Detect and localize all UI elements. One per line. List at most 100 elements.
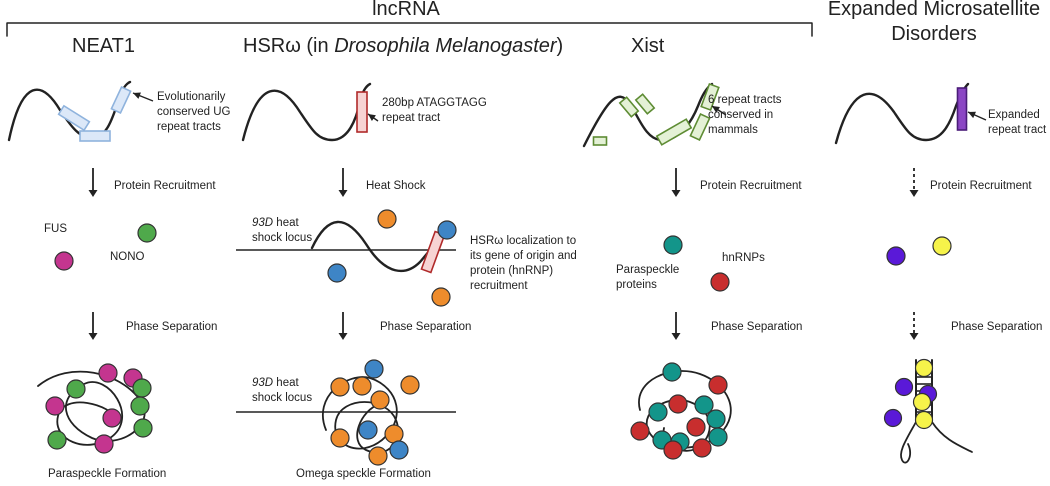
expanded-hairpin-tail bbox=[900, 421, 917, 464]
paraspeckle-proteins-label: Paraspeckle proteins bbox=[616, 263, 679, 293]
xist-note-line: conserved in bbox=[708, 109, 774, 121]
paraspeckle-protein bbox=[662, 362, 682, 382]
hsr-orange-protein bbox=[330, 428, 350, 448]
expanded-repeat-tract bbox=[956, 87, 968, 131]
lncrna-header: lncRNA bbox=[372, 0, 440, 20]
neat1-arrow-2-head bbox=[88, 333, 98, 340]
expanded-note-line: repeat tract bbox=[988, 124, 1047, 136]
hsr-blue-protein bbox=[358, 420, 378, 440]
paraspeckle-protein bbox=[648, 402, 668, 422]
xist-note-line: 6 repeat tracts bbox=[708, 94, 782, 106]
locus-label-top: 93D heat shock locus bbox=[252, 216, 312, 246]
hsr-orange-protein bbox=[431, 287, 451, 307]
nono-protein bbox=[47, 430, 67, 450]
hsromega-title: HSRω (in Drosophila Melanogaster) bbox=[243, 35, 563, 58]
purple-protein bbox=[886, 246, 906, 266]
xist-title: Xist bbox=[631, 35, 665, 57]
locus-line2: shock locus bbox=[252, 392, 313, 404]
locus-line2: shock locus bbox=[252, 232, 313, 244]
expanded-rna-strand bbox=[834, 82, 970, 145]
hsr-orange-protein bbox=[377, 209, 397, 229]
neat1-step2-label: Phase Separation bbox=[126, 321, 218, 333]
neat1-note-line: repeat tracts bbox=[157, 121, 221, 133]
expanded-hairpin-tail-right bbox=[931, 421, 973, 453]
fus-protein bbox=[45, 396, 65, 416]
xist-note-pointer-head bbox=[712, 106, 720, 113]
locus-number: 93D bbox=[252, 377, 274, 389]
nono-protein bbox=[137, 223, 157, 243]
hsr-orange-protein bbox=[400, 375, 420, 395]
neat1-step1-label: Protein Recruitment bbox=[114, 180, 216, 192]
nono-label: NONO bbox=[110, 251, 145, 263]
yellow-protein bbox=[912, 392, 932, 412]
hsr-note-line: repeat tract bbox=[382, 112, 441, 124]
nono-protein bbox=[133, 418, 153, 438]
hsr-localization-note: HSRω localization to its gene of origin … bbox=[470, 234, 577, 294]
neat1-repeat-tract bbox=[110, 85, 132, 115]
heat-shock-label: Heat Shock bbox=[366, 180, 426, 192]
purple-protein bbox=[894, 377, 914, 397]
lncrna-bracket bbox=[6, 22, 813, 37]
xist-repeat-tract bbox=[700, 82, 720, 112]
neat1-note-line: conserved UG bbox=[157, 106, 231, 118]
xist-note-line: mammals bbox=[708, 124, 758, 136]
neat1-title: NEAT1 bbox=[72, 35, 135, 57]
yellow-protein bbox=[914, 410, 934, 430]
hnrnp-protein bbox=[668, 394, 688, 414]
expanded-repeat-note: Expanded repeat tract bbox=[988, 108, 1046, 138]
xist-repeat-tract bbox=[592, 136, 608, 146]
hsr-omega-speckle-rna bbox=[322, 376, 399, 454]
xist-step1-label: Protein Recruitment bbox=[700, 180, 802, 192]
locus-line1-rest: heat bbox=[273, 217, 299, 229]
locus-label-bottom: 93D heat shock locus bbox=[252, 376, 312, 406]
hsromega-title-suffix: ) bbox=[556, 35, 564, 57]
nono-protein bbox=[66, 379, 86, 399]
hnrnp-protein bbox=[630, 421, 650, 441]
paraspeckle-protein bbox=[706, 409, 726, 429]
xist-repeat-note: 6 repeat tracts conserved in mammals bbox=[708, 93, 782, 138]
omega-speckle-formation-label: Omega speckle Formation bbox=[296, 468, 431, 480]
xist-arrow-2-head bbox=[671, 333, 681, 340]
hnrnp-protein bbox=[708, 375, 728, 395]
species-name: Drosophila Melanogaster bbox=[334, 35, 557, 57]
neat1-repeat-tract bbox=[79, 130, 111, 142]
locus-number: 93D bbox=[252, 217, 274, 229]
xist-repeat-tract bbox=[634, 93, 656, 115]
locus-line1-rest: heat bbox=[273, 377, 299, 389]
hsr-repeat-note: 280bp ATAGGTAGG repeat tract bbox=[382, 96, 487, 126]
hsr-loc-line: its gene of origin and bbox=[470, 250, 577, 262]
nono-protein bbox=[130, 396, 150, 416]
expanded-microsatellite-header-line2: Disorders bbox=[891, 23, 977, 45]
xist-repeat-tract bbox=[618, 96, 640, 118]
xist-repeat-tract bbox=[689, 112, 711, 142]
hsr-orange-protein bbox=[384, 424, 404, 444]
hnrnp-protein bbox=[663, 440, 683, 460]
hsr-blue-protein bbox=[364, 359, 384, 379]
expanded-step2-label: Phase Separation bbox=[951, 321, 1043, 333]
neat1-repeat-note: Evolutionarily conserved UG repeat tract… bbox=[157, 90, 231, 135]
hsr-loc-line: recruitment bbox=[470, 280, 528, 292]
hsr-orange-protein bbox=[370, 390, 390, 410]
hsr-rna-strand bbox=[241, 82, 372, 142]
nono-protein bbox=[132, 378, 152, 398]
expanded-note-pointer-head bbox=[968, 111, 976, 119]
xist-repeat-tract bbox=[655, 118, 693, 146]
neat1-arrow-1-head bbox=[88, 190, 98, 197]
hsr-loc-line: HSRω localization to bbox=[470, 235, 577, 247]
expanded-arrow-2-head bbox=[909, 333, 919, 340]
paraspeckle-protein bbox=[708, 427, 728, 447]
hsr-loc-line: protein (hnRNP) bbox=[470, 265, 554, 277]
expanded-microsatellite-header-line1: Expanded Microsatellite bbox=[827, 0, 1041, 20]
hnrnps-label: hnRNPs bbox=[722, 252, 765, 264]
fus-protein bbox=[94, 434, 114, 454]
hsr-note-pointer-head bbox=[368, 114, 376, 121]
yellow-protein bbox=[932, 236, 952, 256]
hsr-blue-protein bbox=[389, 440, 409, 460]
hnrnp-protein bbox=[686, 417, 706, 437]
hsr-blue-protein bbox=[437, 220, 457, 240]
paraspeckle-formation-label: Paraspeckle Formation bbox=[48, 468, 167, 480]
xist-arrow-1-head bbox=[671, 190, 681, 197]
fus-label: FUS bbox=[44, 223, 67, 235]
